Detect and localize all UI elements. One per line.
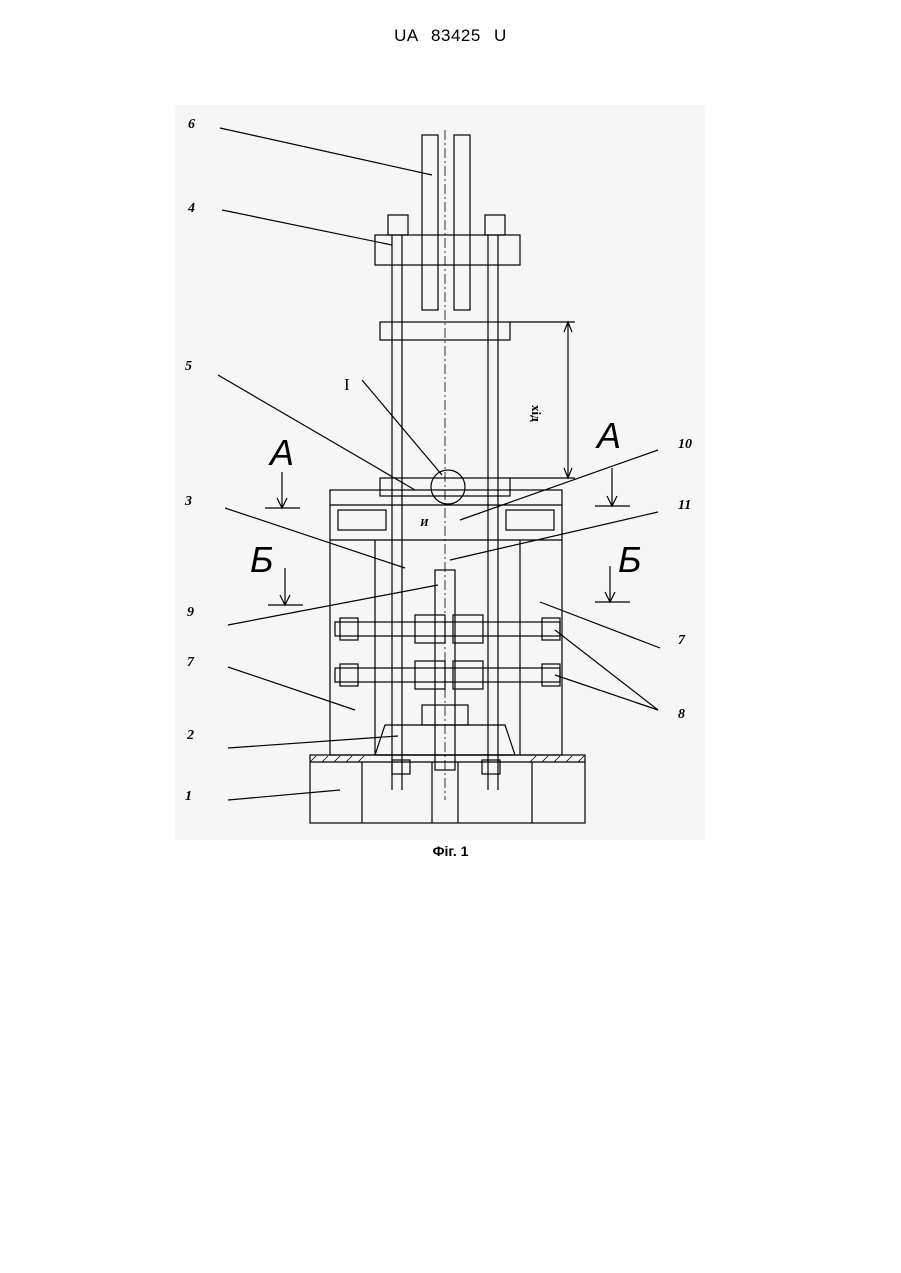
technical-drawing: 6 4 5 3 9 7 2 1 10 11 7 8 А А Б Б I хід … [170, 100, 710, 845]
label-1: 1 [185, 789, 192, 804]
detail-label: I [344, 375, 350, 394]
label-10: 10 [678, 437, 692, 452]
section-B-left: Б [250, 539, 273, 580]
section-B-right: Б [618, 539, 641, 580]
label-7-left: 7 [187, 655, 195, 670]
patent-figure: 6 4 5 3 9 7 2 1 10 11 7 8 А А Б Б I хід … [170, 100, 710, 845]
figure-caption: Фіг. 1 [0, 843, 901, 859]
stroke-label: хід [529, 405, 544, 422]
label-3: 3 [184, 494, 192, 509]
label-8: 8 [678, 707, 685, 722]
label-4: 4 [187, 201, 195, 216]
label-5: 5 [185, 359, 192, 374]
section-A-right: А [595, 415, 621, 456]
label-11: 11 [678, 498, 691, 513]
document-number: UA 83425 U [0, 26, 901, 46]
label-7-right: 7 [678, 633, 686, 648]
label-9: 9 [187, 605, 194, 620]
section-A-left: А [268, 432, 294, 473]
label-2: 2 [186, 728, 194, 743]
label-6: 6 [188, 117, 195, 132]
small-label: И [419, 517, 429, 529]
